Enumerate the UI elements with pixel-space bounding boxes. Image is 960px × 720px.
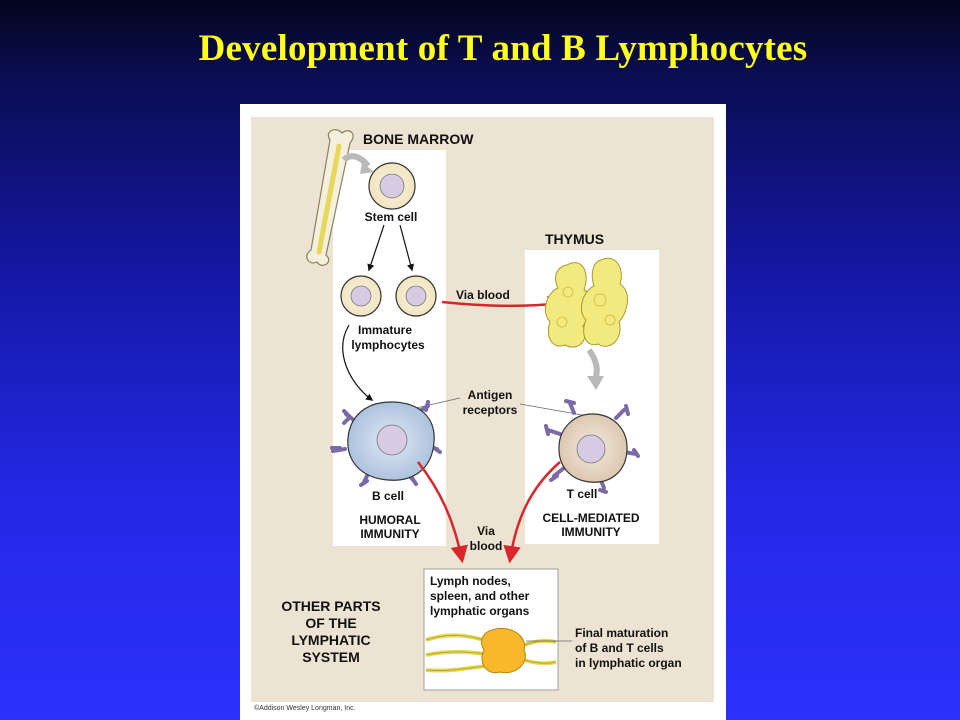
bone-to-stem-arrow <box>341 153 371 168</box>
other-parts-line2: OF THE <box>305 615 356 631</box>
immature-label-line2: lymphocytes <box>351 338 425 352</box>
immature-label-line1: Immature <box>358 323 412 337</box>
via-blood-bottom-line1: Via <box>477 524 495 538</box>
final-maturation-line1: Final maturation <box>575 626 668 640</box>
cell-mediated-label-line1: CELL-MEDIATED <box>542 511 639 525</box>
lymph-node-icon <box>425 628 557 674</box>
thymus-heading: THYMUS <box>545 231 604 247</box>
via-blood-top-label: Via blood <box>456 288 510 302</box>
b-cell-label: B cell <box>372 489 404 503</box>
antigen-label-line2: receptors <box>463 403 518 417</box>
stem-cell-label: Stem cell <box>365 210 418 224</box>
via-blood-bottom-line2: blood <box>470 539 503 553</box>
copyright-text: ©Addison Wesley Longman, Inc. <box>254 704 356 712</box>
final-maturation-line2: of B and T cells <box>575 641 664 655</box>
other-parts-line3: LYMPHATIC <box>291 632 370 648</box>
lymph-box-line2: spleen, and other <box>430 589 530 603</box>
b-cell <box>330 400 442 487</box>
stem-to-immature-arrow-left <box>367 224 385 272</box>
other-parts-line1: OTHER PARTS <box>281 598 380 614</box>
humoral-label-line1: HUMORAL <box>359 513 420 527</box>
other-parts-line4: SYSTEM <box>302 649 360 665</box>
thymus-icon <box>545 257 628 348</box>
t-cell-label: T cell <box>567 487 598 501</box>
b-cell-to-lymph-arrow <box>417 461 468 564</box>
humoral-label-line2: IMMUNITY <box>360 527 419 541</box>
cell-mediated-label-line2: IMMUNITY <box>561 525 620 539</box>
final-maturation-line3: in lymphatic organ <box>575 656 682 670</box>
lymph-box-line3: lymphatic organs <box>430 604 530 618</box>
slide-title: Development of T and B Lymphocytes <box>198 28 808 69</box>
immature-to-b-cell-arrow <box>342 324 374 401</box>
bone-marrow-heading: BONE MARROW <box>363 131 474 147</box>
bone-icon <box>306 129 354 266</box>
antigen-label-line1: Antigen <box>468 388 513 402</box>
lymph-box-line1: Lymph nodes, <box>430 574 511 588</box>
stem-to-immature-arrow-right <box>399 224 414 272</box>
t-cell <box>544 399 640 494</box>
t-cell-to-lymph-arrow <box>503 461 561 564</box>
